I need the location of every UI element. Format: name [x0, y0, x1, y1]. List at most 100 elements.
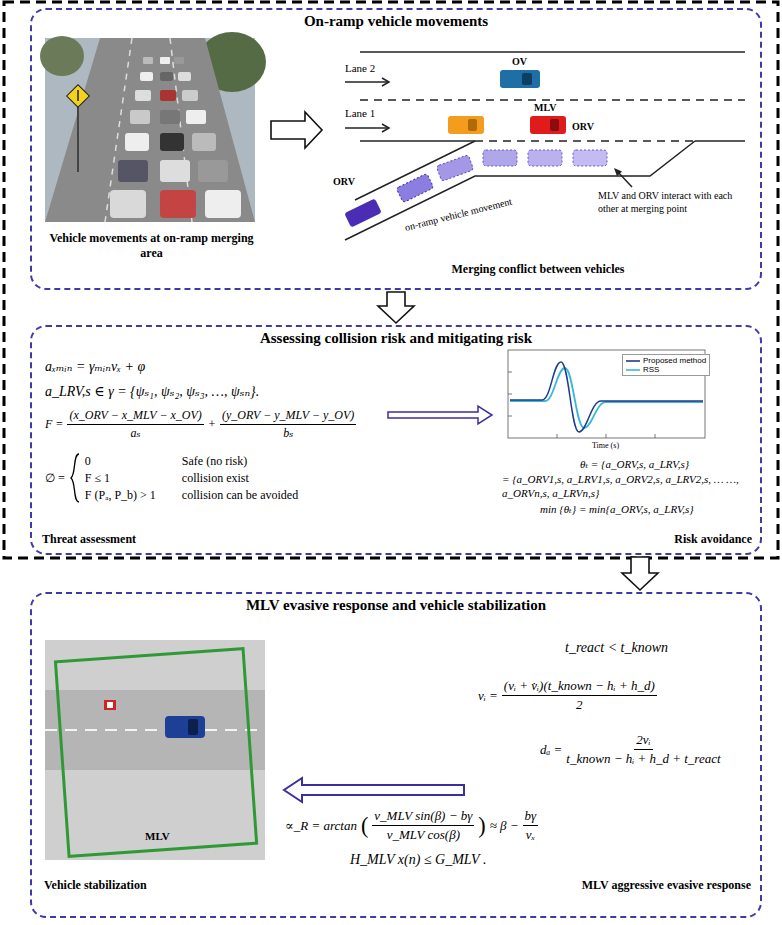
- traffic-photo-part: [182, 90, 198, 101]
- vehicle-label: ORV: [572, 121, 594, 132]
- equation-text: t_react < t_known: [565, 640, 668, 656]
- equation-text: collision exist: [182, 471, 298, 486]
- traffic-photo-part: [110, 190, 146, 218]
- traffic-photo-part: [192, 133, 216, 151]
- legend-text: Proposed method: [643, 356, 706, 365]
- equation-text: +: [208, 417, 216, 432]
- annotation-text: on-ramp vehicle movement: [404, 196, 513, 233]
- traffic-photo-part: [174, 57, 184, 64]
- legend-entry: Proposed method: [626, 356, 706, 365]
- traffic-photo: [40, 32, 266, 222]
- brace-holder: [69, 452, 81, 504]
- vehicle-icons-part: [550, 119, 559, 131]
- block-arrow: [271, 112, 322, 148]
- brace-symbol: [71, 454, 79, 502]
- risk-chart-part: [508, 416, 512, 417]
- block-arrow: [388, 406, 492, 424]
- fraction: v_MLV sin(β) − bγv_MLV cos(β): [372, 808, 474, 843]
- equation-text: min {θₜ} = min{a_ORV,s, a_LRV,s}: [540, 503, 694, 516]
- equation-text: aₓₘᵢₙ = γₘᵢₙvₓ + φ: [45, 358, 145, 375]
- vehicle-label-group: OV: [512, 56, 527, 67]
- legend-line-sample: [626, 369, 640, 371]
- risk-chart-part: [510, 368, 703, 428]
- traffic-photo-part: [45, 38, 255, 222]
- equation-text: vₓ: [526, 826, 535, 843]
- road-diagram-part: [695, 140, 745, 142]
- risk-chart-part: [557, 434, 558, 438]
- vehicle-icons-part: [528, 150, 562, 166]
- equation-text: a_LRV,s ∈ γ = {ψₛ₁, ψₛ₂, ψₛ₃, …, ψₛₙ}.: [45, 383, 259, 400]
- traffic-photo-part: [125, 133, 149, 151]
- road-diagram-part: [382, 78, 389, 86]
- case-table: 0Safe (no risk)F ≤ 1collision existF (Pₐ…: [85, 454, 298, 503]
- equation-text-group: a_LRV,s ∈ γ = {ψₛ₁, ψₛ₂, ψₛ₃, …, ψₛₙ}.: [45, 383, 259, 400]
- axis-label: Time (s): [592, 441, 619, 450]
- vehicle-stabilization-view-part: [104, 700, 116, 710]
- legend-line-sample: [626, 358, 640, 364]
- outer-dashed-frame: [4, 2, 778, 558]
- equation-text: 2: [576, 696, 583, 713]
- panel-caption: Risk avoidance: [502, 532, 752, 546]
- lane-label-group: Lane 2: [345, 62, 375, 74]
- block-arrow: [378, 292, 414, 323]
- equation-text: collision can be avoided: [182, 488, 298, 503]
- vehicle-icons-part: [436, 155, 473, 182]
- equation-text: (vᵢ + v̇ᵢ)(t_known − hᵢ + h_d): [502, 678, 657, 696]
- fraction: 2vᵢt_known − hᵢ + h_d + t_react: [566, 732, 720, 767]
- fraction: (vᵢ + v̇ᵢ)(t_known − hᵢ + h_d)2: [502, 678, 657, 713]
- equation-text: ≈ β −: [490, 818, 519, 834]
- vehicle-icons-part: [483, 150, 517, 166]
- equation-text-group: t_react < t_known: [565, 640, 668, 656]
- road-diagram-part: [345, 127, 389, 129]
- traffic-photo-part: [67, 85, 90, 108]
- equation-text: bγ: [523, 808, 539, 826]
- equation-text-group: dₐ =2vᵢt_known − hᵢ + h_d + t_react: [540, 732, 721, 767]
- equation-text: ): [478, 813, 485, 839]
- road-diagram-part: [345, 81, 389, 83]
- vehicle-label: MLV: [145, 830, 170, 842]
- section-title: MLV evasive response and vehicle stabili…: [32, 594, 760, 614]
- vehicle-label-group: ORV: [333, 176, 355, 187]
- legend-line-sample: [626, 360, 640, 362]
- equation-text: dₐ =: [540, 742, 562, 758]
- panel-caption: Vehicle movements at on-ramp merging are…: [42, 231, 261, 260]
- equation-text: ∅ =: [45, 471, 65, 486]
- equation-text: v_MLV cos(β): [387, 826, 460, 843]
- vehicle-stabilization-view-part: [45, 690, 265, 770]
- vehicle-icons-part: [530, 116, 566, 134]
- traffic-photo-part: [135, 90, 151, 101]
- equation-text: F =: [45, 417, 63, 432]
- vehicle-label: MLV: [534, 102, 556, 113]
- fraction: (y_ORV − y_MLV − y_OV)bₛ: [220, 408, 356, 441]
- road-diagram: [345, 52, 745, 240]
- annotation-text-group: MLV and ORV interact with each other at …: [598, 190, 738, 215]
- equation-text: = {a_ORV1,s, a_LRV1,s, a_ORV2,s, a_LRV2,…: [502, 473, 739, 499]
- equation-text: (: [361, 813, 368, 839]
- vehicle-icons-part: [396, 173, 434, 202]
- traffic-photo-part: [77, 90, 79, 101]
- vehicle-icons-part: [344, 198, 382, 227]
- equation-text-group: min {θₜ} = min{a_ORV,s, a_LRV,s}: [540, 503, 694, 516]
- section-panel: On-ramp vehicle movementsVehicle movemen…: [30, 8, 762, 290]
- risk-chart-part: [508, 394, 512, 395]
- road-diagram-part: [614, 168, 622, 176]
- vehicle-stabilization-view-part: [107, 702, 113, 708]
- vehicle-icons-part: [573, 150, 607, 166]
- block-arrow: [622, 557, 658, 590]
- equation-text: vᵢ =: [478, 688, 498, 704]
- traffic-photo-part: [178, 72, 191, 81]
- equation-text-group: ∅ = 0Safe (no risk)F ≤ 1collision existF …: [45, 452, 298, 504]
- axis-label-group: Time (s): [592, 441, 619, 450]
- traffic-photo-part: [160, 190, 196, 218]
- equation-text-group: H_MLV x(n) ≤ G_MLV .: [350, 852, 486, 868]
- traffic-photo-part: [160, 57, 170, 64]
- section-title: Assessing collision risk and mitigating …: [32, 327, 760, 347]
- equation-text: aₛ: [131, 425, 141, 441]
- equation-text-group: aₓₘᵢₙ = γₘᵢₙvₓ + φ: [45, 358, 145, 375]
- fraction: bγvₓ: [523, 808, 539, 843]
- vehicle-stabilization-view-part: [188, 719, 198, 735]
- vehicle-label: OV: [512, 56, 527, 67]
- vehicle-label-group: MLV: [534, 102, 556, 113]
- lane-label: Lane 2: [345, 62, 375, 74]
- vehicle-stabilization-view-part: [45, 640, 265, 860]
